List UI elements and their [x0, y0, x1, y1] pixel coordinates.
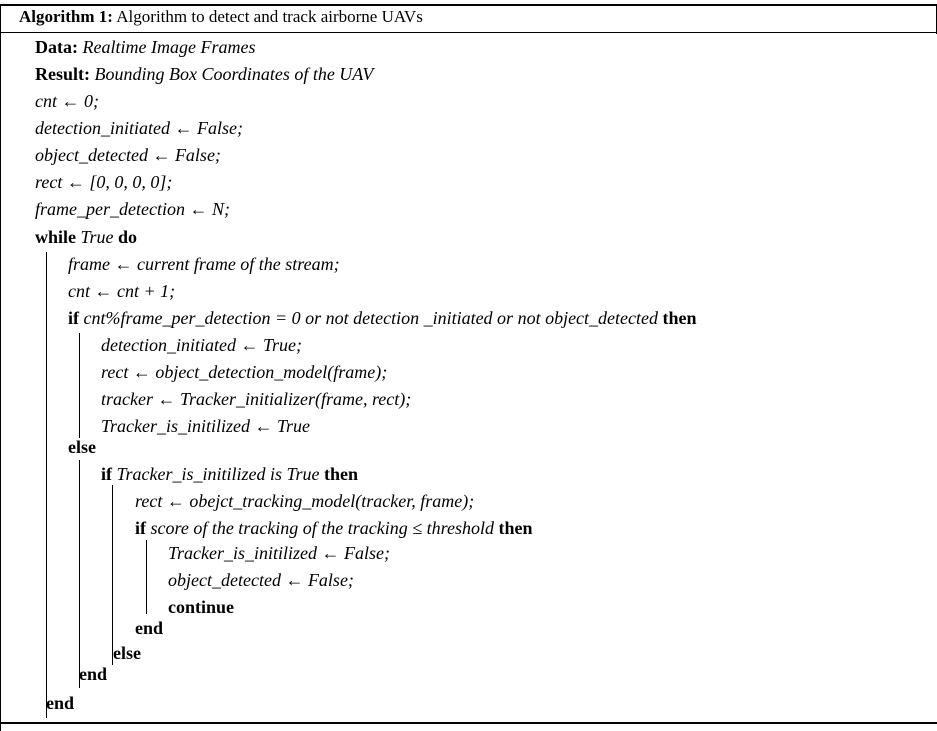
code-line: cnt ← cnt + 1; — [68, 281, 176, 301]
code-line: detection_initiated ← True; — [101, 335, 302, 355]
else-block-bar — [79, 460, 80, 688]
while-line: while True do — [35, 227, 138, 247]
code-line: frame ← current frame of the stream; — [68, 254, 340, 274]
algorithm-title: Algorithm to detect and track airborne U… — [116, 7, 423, 26]
bottom-rule — [0, 722, 937, 724]
end-line: end — [46, 693, 75, 713]
algorithm-label: Algorithm 1: — [19, 7, 113, 26]
code-line: cnt ← 0; — [35, 91, 99, 111]
else-line: else — [68, 437, 96, 457]
code-line: rect ← [0, 0, 0, 0]; — [35, 172, 173, 192]
if-line: if cnt%frame_per_detection = 0 or not de… — [68, 308, 697, 328]
code-line: rect ← object_detection_model(frame); — [101, 362, 388, 382]
algorithm-caption: Algorithm 1: Algorithm to detect and tra… — [19, 7, 423, 27]
result-line: Result: Bounding Box Coordinates of the … — [35, 64, 374, 84]
caption-rule — [0, 32, 937, 33]
top-rule — [0, 4, 937, 6]
code-line: object_detected ← False; — [35, 145, 221, 165]
end-line: end — [135, 618, 164, 638]
code-line: Tracker_is_initilized ← True — [101, 416, 311, 436]
data-line: Data: Realtime Image Frames — [35, 37, 256, 57]
threshold-if-block-bar — [146, 540, 147, 614]
continue-line: continue — [168, 597, 235, 617]
inner-if-block-bar — [112, 485, 113, 665]
if-then-block-bar — [79, 333, 80, 438]
left-frame-rule — [0, 4, 1, 731]
code-line: object_detected ← False; — [168, 570, 354, 590]
while-block-bar — [46, 252, 47, 718]
code-line: rect ← obejct_tracking_model(tracker, fr… — [135, 491, 475, 511]
if-line: if score of the tracking of the tracking… — [135, 518, 533, 538]
else-line: else — [113, 643, 141, 663]
code-line: Tracker_is_initilized ← False; — [168, 543, 390, 563]
code-line: frame_per_detection ← N; — [35, 199, 230, 219]
code-line: detection_initiated ← False; — [35, 118, 243, 138]
code-line: tracker ← Tracker_initializer(frame, rec… — [101, 389, 412, 409]
if-line: if Tracker_is_initilized is True then — [101, 464, 359, 484]
end-line: end — [79, 664, 108, 684]
